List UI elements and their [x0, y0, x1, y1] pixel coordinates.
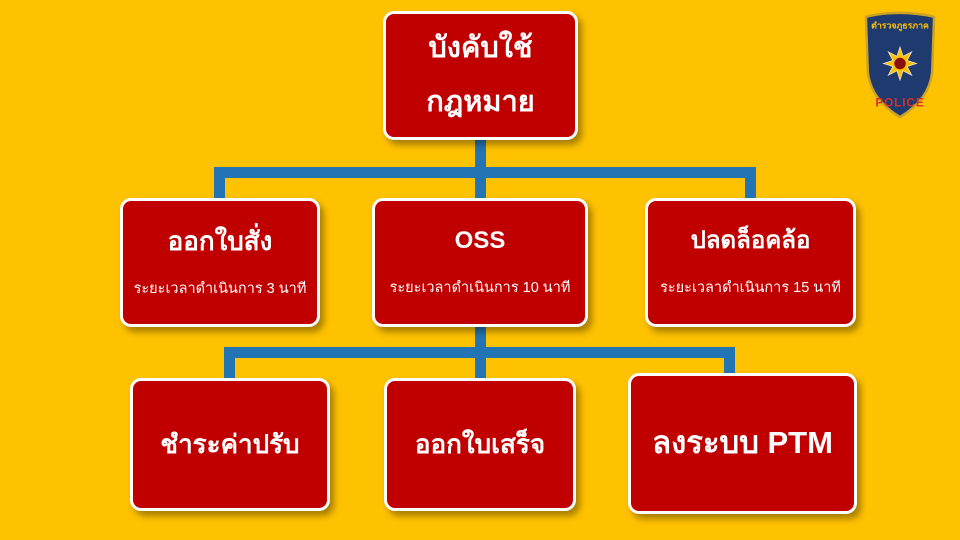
node-ptm-system: ลงระบบ PTM	[628, 373, 857, 514]
node-subtitle: ระยะเวลาดำเนินการ 10 นาที	[389, 280, 571, 296]
police-badge-icon: ตำรวจภูธรภาค POLICE	[864, 11, 936, 119]
connector-root-stem	[475, 139, 486, 173]
node-title: ชำระค่าปรับ	[160, 429, 300, 460]
connector-level2-drop-2	[475, 167, 486, 199]
node-title: ออกใบเสร็จ	[414, 429, 546, 460]
node-title: บังคับใช้ กฎหมาย	[426, 22, 535, 129]
node-subtitle: ระยะเวลาดำเนินการ 15 นาที	[660, 280, 841, 296]
node-enforce-law: บังคับใช้ กฎหมาย	[383, 11, 578, 140]
node-issue-receipt: ออกใบเสร็จ	[384, 378, 576, 511]
badge-star-center	[893, 56, 907, 71]
node-title: OSS	[454, 227, 506, 254]
connector-level3-drop-3	[724, 347, 735, 379]
node-pay-fine: ชำระค่าปรับ	[130, 378, 330, 511]
connector-level3-drop-2	[475, 347, 486, 379]
connector-oss-stem	[475, 326, 486, 358]
node-title: ออกใบสั่ง	[167, 225, 273, 256]
connector-level2-drop-3	[745, 167, 756, 199]
node-issue-ticket: ออกใบสั่ง ระยะเวลาดำเนินการ 3 นาที	[120, 198, 320, 327]
node-subtitle: ระยะเวลาดำเนินการ 3 นาที	[133, 281, 307, 298]
node-title-line1: บังคับใช้	[428, 31, 533, 64]
node-unlock-wheel: ปลดล็อคล้อ ระยะเวลาดำเนินการ 15 นาที	[645, 198, 856, 327]
node-oss: OSS ระยะเวลาดำเนินการ 10 นาที	[372, 198, 588, 327]
connector-level3-drop-1	[224, 347, 235, 379]
connector-level2-drop-1	[214, 167, 225, 199]
node-title-line2: กฎหมาย	[426, 85, 535, 118]
badge-police-text: POLICE	[875, 96, 924, 109]
node-title: ลงระบบ PTM	[652, 425, 833, 461]
node-title: ปลดล็อคล้อ	[690, 227, 811, 254]
badge-top-text: ตำรวจภูธรภาค	[871, 20, 929, 31]
